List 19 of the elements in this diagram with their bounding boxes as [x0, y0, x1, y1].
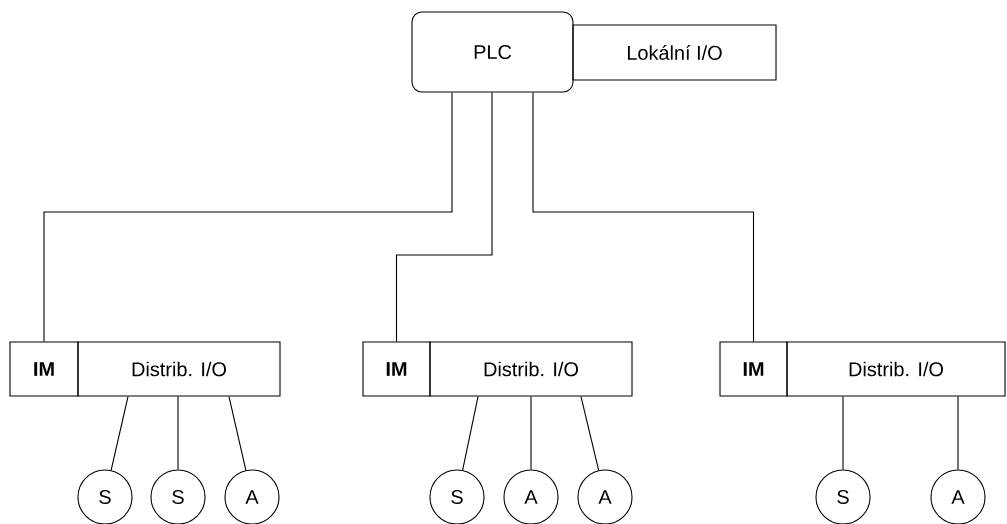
- connection-line: [532, 92, 755, 342]
- connection-line: [957, 396, 959, 470]
- connection-line: [580, 396, 600, 471]
- interface-module-box: IM: [719, 341, 788, 397]
- interface-module-box: IM: [9, 341, 79, 397]
- connection-line: [462, 396, 479, 471]
- interface-module-box: IM: [362, 341, 431, 397]
- connection-line: [530, 396, 532, 470]
- connection-line: [177, 396, 179, 470]
- connection-line: [43, 92, 453, 342]
- module-box: Distrib. I/O: [429, 341, 633, 397]
- module-box: Lokální I/O: [572, 24, 777, 81]
- connection-line: [228, 396, 247, 471]
- module-box: Distrib. I/O: [77, 341, 281, 397]
- module-box: Distrib. I/O: [786, 341, 1006, 397]
- connection-line: [395, 92, 493, 342]
- connection-line: [110, 396, 129, 471]
- controller-box: PLC: [411, 11, 574, 93]
- connection-line: [842, 396, 844, 470]
